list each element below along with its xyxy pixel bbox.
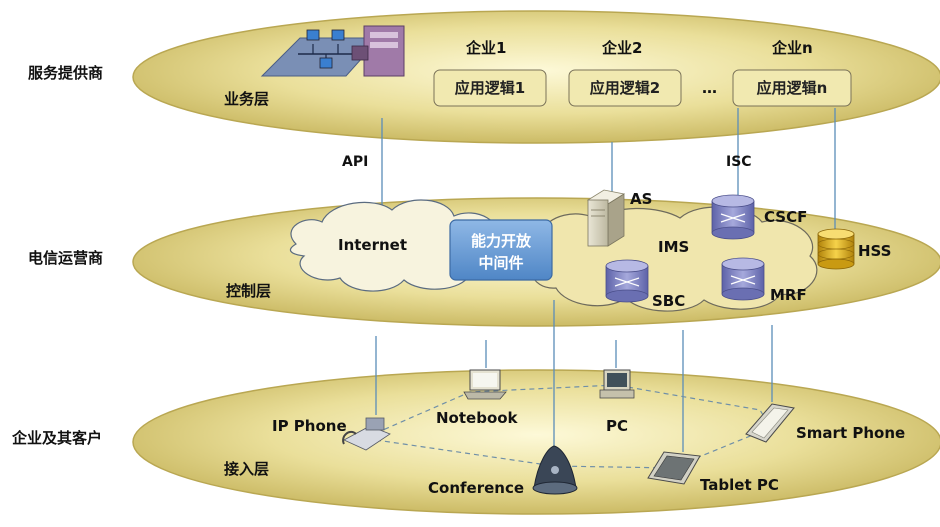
operator-side-label: 电信运营商 (28, 249, 103, 267)
isc-interface-label: ISC (726, 154, 752, 170)
enterprise-n: 企业n 应用逻辑n (732, 39, 852, 107)
mrf-database-node[interactable]: MRF (721, 257, 807, 304)
enterprise-2-name: 企业2 (601, 39, 642, 57)
smart-phone-device[interactable] (745, 403, 795, 443)
as-label: AS (630, 190, 652, 208)
conference-device[interactable] (532, 445, 578, 495)
enterprise-n-name: 企业n (771, 39, 813, 57)
app-logic-n-label: 应用逻辑n (757, 79, 828, 97)
control-layer-label: 控制层 (226, 282, 271, 300)
internet-label: Internet (338, 236, 407, 254)
conference-label: Conference (428, 479, 524, 497)
enterprise-side-label: 企业及其客户 (11, 429, 102, 447)
app-logic-n-box[interactable] (732, 69, 852, 107)
pc-label: PC (606, 417, 628, 435)
app-logic-1-label: 应用逻辑1 (455, 79, 525, 97)
ims-label: IMS (658, 238, 689, 256)
middleware-label-line2: 中间件 (478, 254, 523, 272)
app-logic-1-box[interactable] (433, 69, 547, 107)
vertical-links (375, 108, 836, 452)
cscf-label: CSCF (764, 208, 807, 226)
enterprise-1-name: 企业1 (465, 39, 506, 57)
access-dashed-ring (375, 384, 773, 469)
enterprise-2: 企业2 应用逻辑2 (568, 39, 682, 107)
as-server-node[interactable]: AS (586, 189, 652, 247)
hss-label: HSS (858, 242, 892, 260)
app-logic-2-label: 应用逻辑2 (590, 79, 660, 97)
enterprise-ellipsis: … (702, 79, 717, 97)
tablet-pc-device[interactable] (647, 451, 701, 485)
access-layer-disk (132, 369, 940, 515)
hss-database-node[interactable]: HSS (817, 228, 892, 270)
sbc-label: SBC (652, 292, 685, 310)
api-interface-label: API (342, 154, 368, 170)
pc-device[interactable] (599, 369, 635, 399)
lan-network-illustration (260, 25, 405, 77)
notebook-label: Notebook (436, 409, 519, 427)
access-layer-label: 接入层 (224, 460, 269, 478)
app-logic-2-box[interactable] (568, 69, 682, 107)
middleware-label-line1: 能力开放 (471, 232, 532, 250)
service-layer-label: 业务层 (224, 90, 269, 108)
tablet-pc-label: Tablet PC (700, 476, 779, 494)
sbc-database-node[interactable]: SBC (605, 259, 685, 310)
cscf-database-node[interactable]: CSCF (711, 194, 807, 240)
mrf-label: MRF (770, 286, 807, 304)
enterprise-1: 企业1 应用逻辑1 (433, 39, 547, 107)
provider-side-label: 服务提供商 (28, 64, 103, 82)
capability-middleware-node[interactable]: 能力开放 中间件 (449, 219, 553, 281)
ip-phone-device[interactable] (342, 417, 391, 451)
ip-phone-label: IP Phone (272, 417, 347, 435)
smart-phone-label: Smart Phone (796, 424, 905, 442)
notebook-device[interactable] (463, 369, 507, 400)
